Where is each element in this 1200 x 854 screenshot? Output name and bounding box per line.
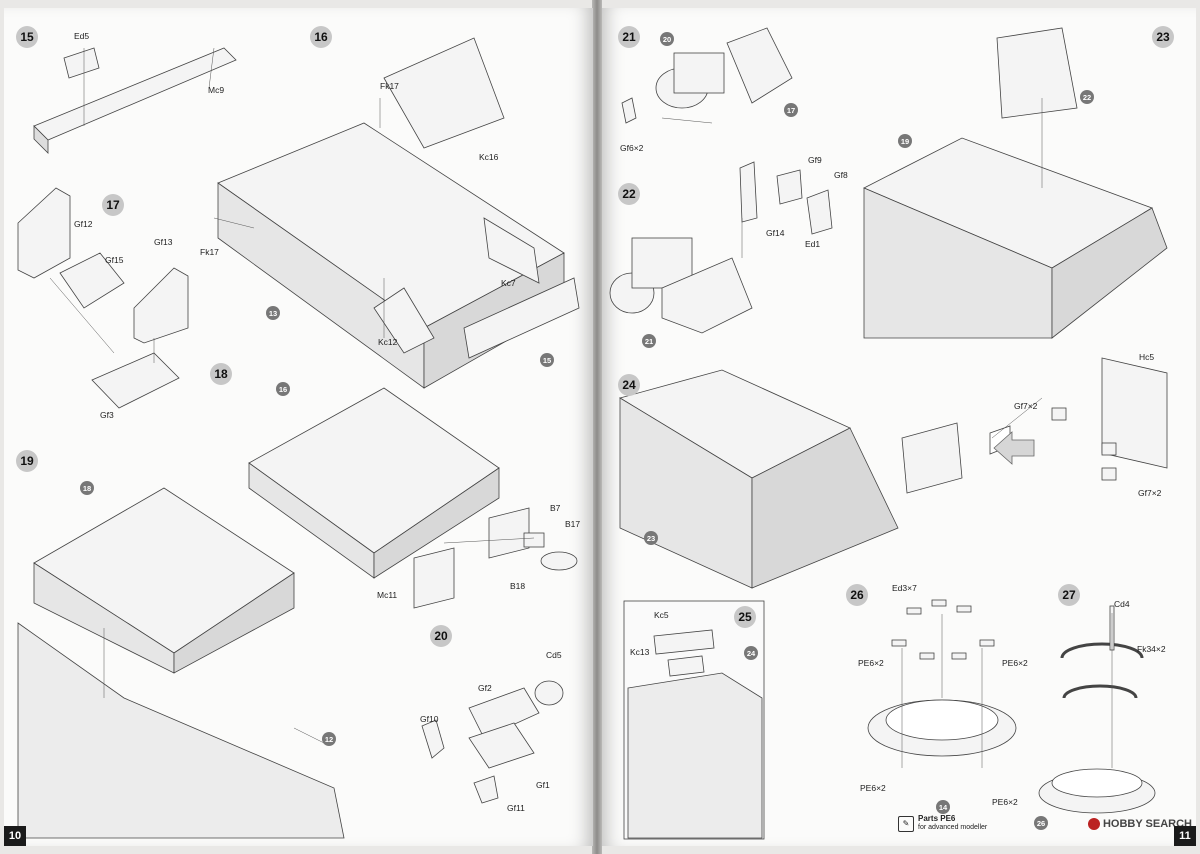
part-label-fk34: Fk34×2 (1137, 644, 1166, 654)
photo-etch-title: Parts PE6 (918, 814, 956, 823)
step-19-badge: 19 (16, 450, 38, 472)
part-label-ed1: Ed1 (805, 239, 821, 249)
ref-badge-24: 24 (744, 646, 758, 660)
right-page: 21 22 23 24 25 26 27 20 Gf6×2 Gf9 Gf8 Gf… (602, 8, 1196, 846)
step-16-badge: 16 (310, 26, 332, 48)
ref-badge-20: 20 (660, 32, 674, 46)
part-label-pe6-left: PE6×2 (858, 658, 884, 668)
part-label-kc16: Kc16 (479, 152, 499, 162)
step-21-badge: 21 (618, 26, 640, 48)
step-15-badge: 15 (16, 26, 38, 48)
step18-hull-top (248, 387, 500, 554)
step17-panel-gf12 (17, 187, 71, 279)
part-label-gf11: Gf11 (507, 803, 525, 813)
ref-badge-21: 21 (642, 334, 656, 348)
part-label-gf1: Gf1 (536, 780, 550, 790)
part-label-fk17-upper: Fk17 (380, 81, 399, 91)
ref-badge-18: 18 (80, 481, 94, 495)
ref-badge-12: 12 (322, 732, 336, 746)
ref-badge-15: 15 (540, 353, 554, 367)
part-label-gf7-upper: Gf7×2 (1014, 401, 1038, 411)
part-label-gf12: Gf12 (74, 219, 93, 229)
part-label-mc9: Mc9 (208, 85, 225, 95)
part-label-b7: B7 (550, 503, 561, 513)
part-label-pe6-bottom-right: PE6×2 (992, 797, 1018, 807)
book-gutter (592, 0, 602, 854)
part-label-pe6-bottom-left: PE6×2 (860, 783, 886, 793)
part-label-gf2: Gf2 (478, 683, 492, 693)
part-label-gf8: Gf8 (834, 170, 848, 180)
part-label-kc5: Kc5 (654, 610, 669, 620)
step-27-badge: 27 (1058, 584, 1080, 606)
part-label-fk17-lower: Fk17 (200, 247, 219, 257)
step-24-badge: 24 (618, 374, 640, 396)
part-label-hc5: Hc5 (1139, 352, 1155, 362)
part-label-gf10: Gf10 (420, 714, 439, 724)
part-label-gf9: Gf9 (808, 155, 822, 165)
step-20-badge: 20 (430, 625, 452, 647)
part-label-gf13: Gf13 (154, 237, 173, 247)
photo-etch-subtitle: for advanced modeller (918, 824, 988, 831)
photo-etch-icon: ✎ (898, 815, 914, 832)
part-label-cd5: Cd5 (546, 650, 562, 660)
part-label-pe6-right: PE6×2 (1002, 658, 1028, 668)
part-label-b18: B18 (510, 581, 526, 591)
part-label-ed5: Ed5 (74, 31, 90, 41)
left-page-drawings (17, 37, 580, 839)
step-18-badge: 18 (210, 363, 232, 385)
ref-badge-17: 17 (784, 103, 798, 117)
part-label-gf6: Gf6×2 (620, 143, 644, 153)
ref-badge-19: 19 (898, 134, 912, 148)
part-label-gf15: Gf15 (105, 255, 124, 265)
step15-rail (33, 47, 237, 141)
step-26-badge: 26 (846, 584, 868, 606)
part-label-kc13: Kc13 (630, 647, 650, 657)
ref-badge-13: 13 (266, 306, 280, 320)
ref-badge-26: 26 (1034, 816, 1048, 830)
ref-badge-16: 16 (276, 382, 290, 396)
right-page-drawings (609, 27, 1168, 840)
part-label-gf7-lower: Gf7×2 (1138, 488, 1162, 498)
photo-etch-note: ✎ Parts PE6 for advanced modeller (898, 815, 987, 832)
part-label-gf14: Gf14 (766, 228, 785, 238)
hobby-search-logo-icon (1087, 818, 1100, 830)
part-label-cd4: Cd4 (1114, 599, 1130, 609)
part-label-b17: B17 (565, 519, 581, 529)
ref-badge-23: 23 (644, 531, 658, 545)
left-page: 15 16 17 18 19 20 Ed5 Mc9 Fk17 Fk17 Kc16… (4, 8, 593, 846)
page-number-left: 10 (4, 826, 26, 846)
page-number-right: 11 (1174, 826, 1196, 846)
step19-lower-hull (17, 622, 345, 839)
step-23-badge: 23 (1152, 26, 1174, 48)
direction-arrow (993, 431, 1035, 465)
part-label-gf3: Gf3 (100, 410, 114, 420)
ref-badge-22: 22 (1080, 90, 1094, 104)
ref-badge-14: 14 (936, 800, 950, 814)
part-label-ed3: Ed3×7 (892, 583, 917, 593)
step-22-badge: 22 (618, 183, 640, 205)
part-label-kc7: Kc7 (501, 278, 516, 288)
step-25-badge: 25 (734, 606, 756, 628)
hobby-search-watermark: HOBBY SEARCH (1087, 818, 1192, 830)
part-label-mc11: Mc11 (377, 590, 398, 600)
part-label-kc12: Kc12 (378, 337, 398, 347)
step-17-badge: 17 (102, 194, 124, 216)
